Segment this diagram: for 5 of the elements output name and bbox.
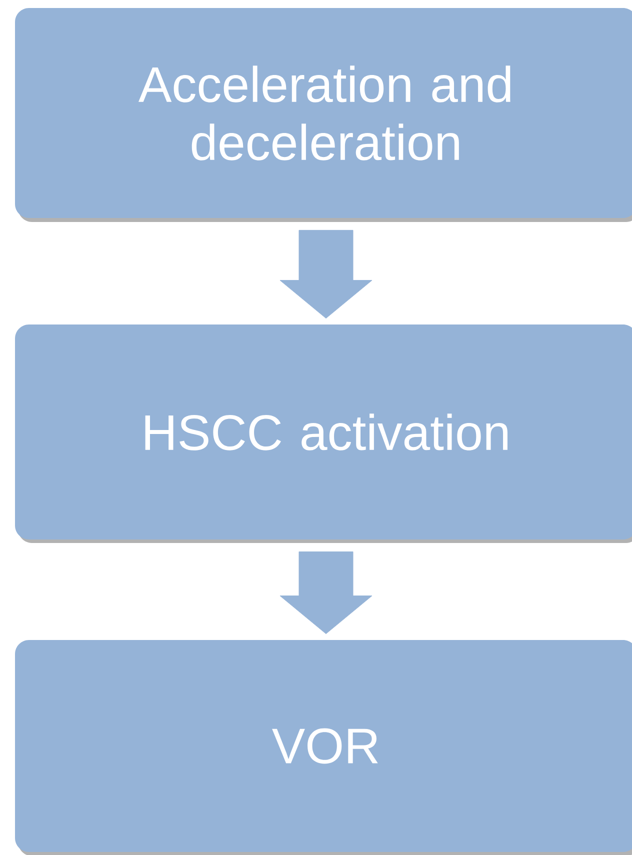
block-arrow bbox=[280, 551, 372, 634]
process-box: VOR bbox=[15, 640, 632, 855]
process-box: HSCC activation bbox=[15, 324, 632, 543]
block-arrow bbox=[280, 230, 372, 319]
process-box: Acceleration and deceleration bbox=[15, 8, 632, 222]
